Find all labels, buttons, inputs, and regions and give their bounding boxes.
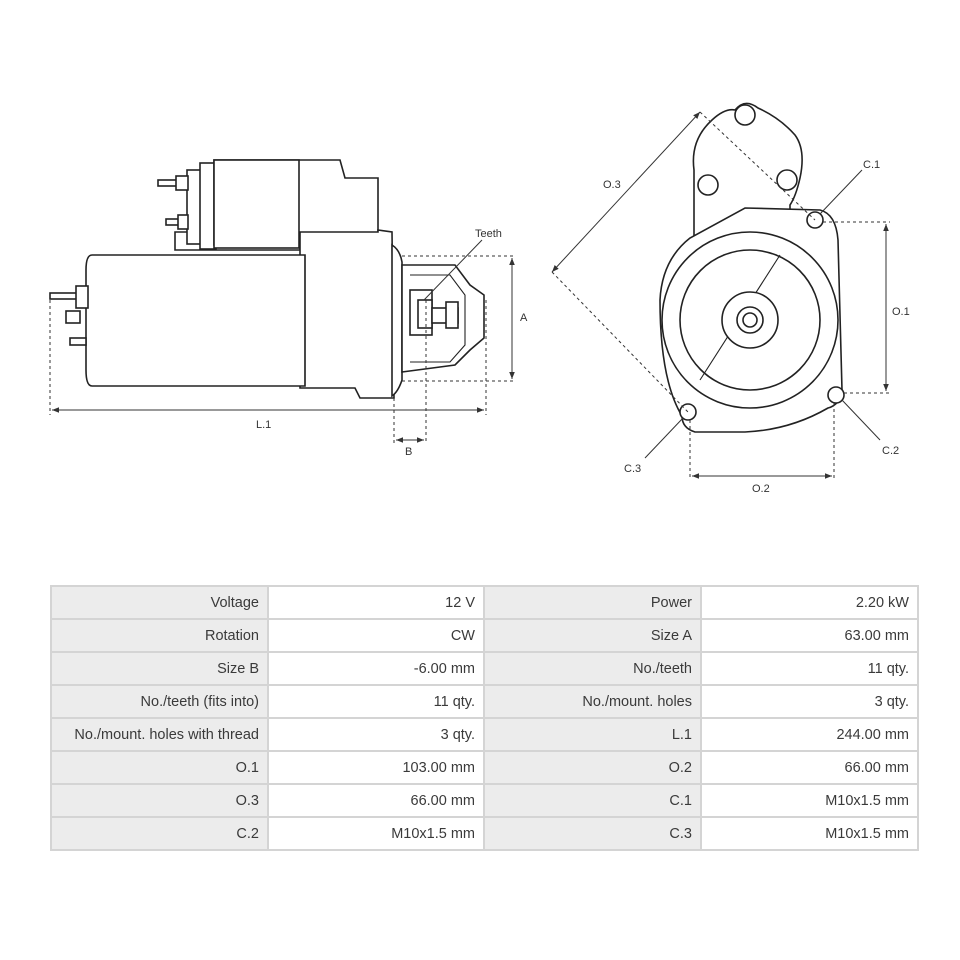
spec-value: 66.00 mm [700,750,919,785]
spec-value: 66.00 mm [267,783,485,818]
label-l1: L.1 [256,419,271,431]
spec-label: No./teeth (fits into) [50,684,269,719]
hole-c2 [827,386,845,404]
table-row: No./teeth (fits into)11 qty.No./mount. h… [50,684,919,719]
hole-right-lug [776,169,798,191]
spec-label: C.3 [483,816,702,851]
spec-label: O.1 [50,750,269,785]
spec-value: 2.20 kW [700,585,919,620]
spec-label: Rotation [50,618,269,653]
hole-top [734,104,756,126]
hole-left-lug [697,174,719,196]
spec-value: 12 V [267,585,485,620]
spec-label: C.2 [50,816,269,851]
drive-housing [299,229,485,399]
spec-value: CW [267,618,485,653]
label-b: B [405,446,412,458]
spec-value: 3 qty. [700,684,919,719]
label-a: A [520,312,528,324]
solenoid [157,159,379,251]
label-c2: C.2 [882,445,899,457]
label-o1: O.1 [892,306,910,318]
label-o3: O.3 [603,179,621,191]
spec-label: No./mount. holes with thread [50,717,269,752]
spec-label: O.3 [50,783,269,818]
label-c3: C.3 [624,463,641,475]
spec-value: 63.00 mm [700,618,919,653]
spec-value: 244.00 mm [700,717,919,752]
spec-value: 11 qty. [267,684,485,719]
spec-label: L.1 [483,717,702,752]
spec-label: Size A [483,618,702,653]
spec-value: 3 qty. [267,717,485,752]
motor-body [49,254,306,387]
spec-value: M10x1.5 mm [700,783,919,818]
label-o2: O.2 [752,483,770,495]
spec-label: No./mount. holes [483,684,702,719]
spec-label: C.1 [483,783,702,818]
spec-value: M10x1.5 mm [267,816,485,851]
spec-label: O.2 [483,750,702,785]
spec-label: Power [483,585,702,620]
label-teeth: Teeth [475,228,502,240]
side-view: A L.1 B Teeth [49,159,528,458]
front-view: O.3 O.1 O.2 C.1 C.2 C.3 [551,102,910,495]
spec-value: 11 qty. [700,651,919,686]
spec-value: M10x1.5 mm [700,816,919,851]
label-c1: C.1 [863,159,880,171]
spec-value: 103.00 mm [267,750,485,785]
hole-c3 [679,403,697,421]
spec-label: Size B [50,651,269,686]
spec-label: Voltage [50,585,269,620]
spec-value: -6.00 mm [267,651,485,686]
spec-label: No./teeth [483,651,702,686]
starter-motor-drawing: A L.1 B Teeth O.3 [49,102,910,495]
